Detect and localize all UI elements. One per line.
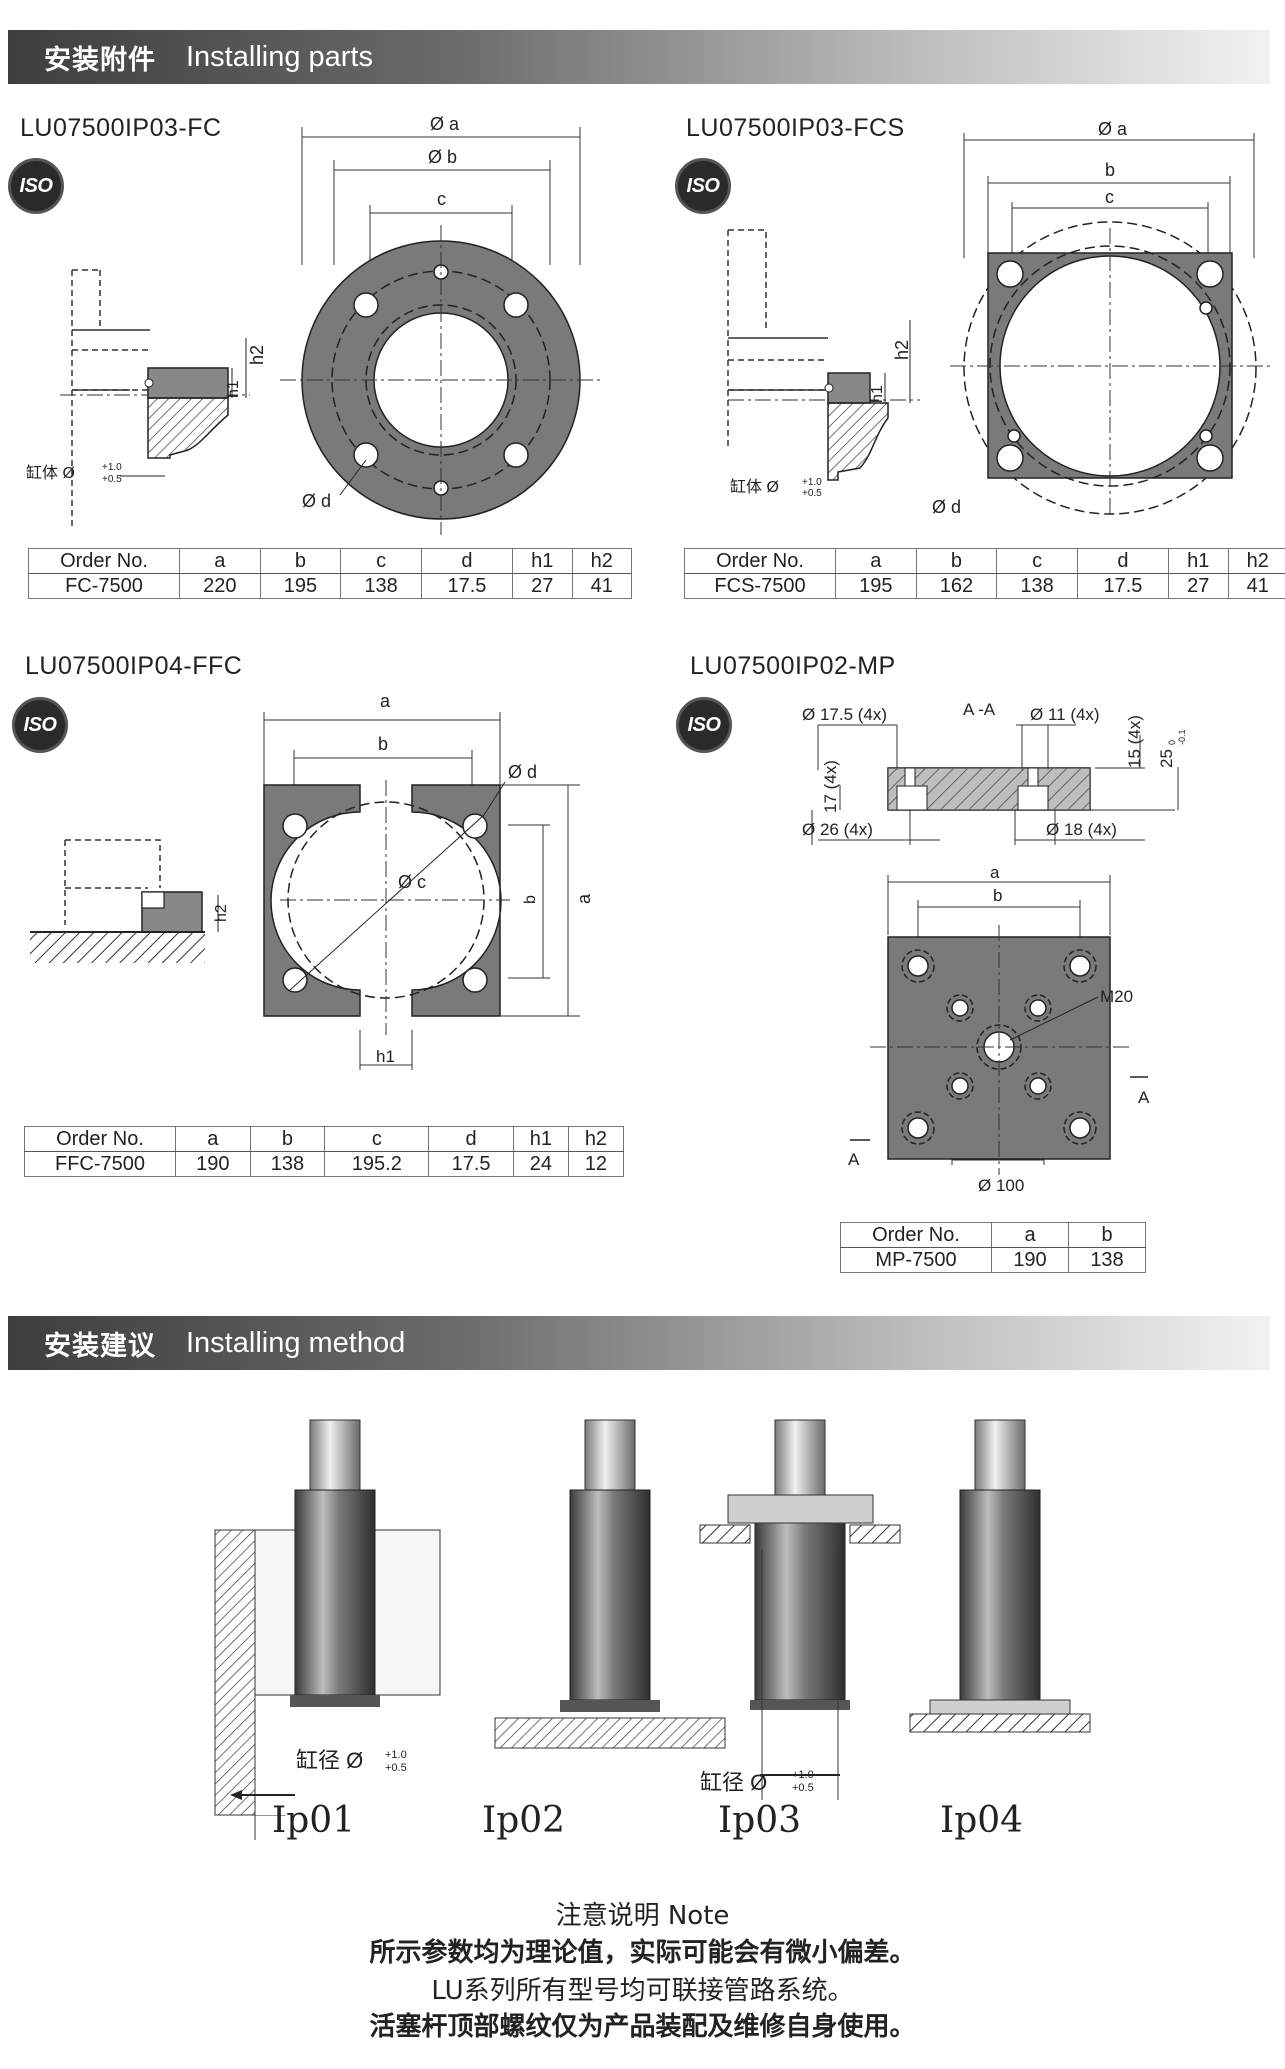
- svg-text:c: c: [437, 189, 446, 209]
- svg-text:Ø a: Ø a: [1098, 119, 1128, 139]
- fc-front-view: Ø a Ø b c Ø d: [280, 114, 602, 535]
- svg-text:Ø c: Ø c: [398, 872, 426, 892]
- svg-text:b: b: [993, 886, 1002, 905]
- svg-text:+0.5: +0.5: [802, 488, 822, 499]
- method-ip02: [494, 1419, 726, 1749]
- svg-text:+1.0: +1.0: [802, 477, 822, 488]
- mp-front-view: a b M20 A A Ø 100: [848, 863, 1150, 1195]
- svg-text:a: a: [380, 691, 391, 711]
- svg-text:缸体 Ø: 缸体 Ø: [730, 477, 779, 496]
- svg-text:h1: h1: [376, 1047, 395, 1066]
- svg-text:A: A: [1138, 1088, 1150, 1107]
- svg-text:Ø d: Ø d: [932, 497, 961, 517]
- section-banner-installing-method: 安装建议 Installing method: [8, 1316, 1270, 1370]
- svg-text:Ø 11 (4x): Ø 11 (4x): [1030, 705, 1100, 724]
- svg-text:a: a: [574, 893, 594, 904]
- svg-text:Ø 26 (4x): Ø 26 (4x): [802, 820, 873, 839]
- svg-text:17 (4x): 17 (4x): [821, 760, 840, 813]
- iso-badge-icon: ISO: [675, 158, 731, 214]
- svg-text:b: b: [522, 895, 539, 904]
- svg-text:+1.0: +1.0: [792, 1769, 814, 1781]
- caption-ip02: Ip02: [482, 1800, 566, 1841]
- iso-badge-icon: ISO: [8, 158, 64, 214]
- svg-text:缸径 Ø: 缸径 Ø: [296, 1748, 363, 1773]
- note-line-2: LU系列所有型号均可联接管路系统。: [431, 1976, 854, 2006]
- svg-text:+1.0: +1.0: [385, 1749, 407, 1761]
- note-line-1: 所示参数均为理论值，实际可能会有微小偏差。: [369, 1938, 916, 1968]
- fcs-front-view: Ø a b c Ø d: [932, 119, 1270, 518]
- svg-text:h1: h1: [869, 385, 886, 403]
- svg-text:+1.0: +1.0: [102, 462, 122, 473]
- ffc-front-view: a b Ø c Ø d b a h1: [263, 691, 594, 1070]
- iso-badge-icon: ISO: [676, 697, 732, 753]
- svg-text:15 (4x): 15 (4x): [1125, 715, 1144, 768]
- caption-ip04: Ip04: [940, 1800, 1024, 1841]
- svg-text:-0.1: -0.1: [1177, 729, 1187, 745]
- svg-text:+0.5: +0.5: [385, 1762, 407, 1774]
- caption-ip01: Ip01: [272, 1800, 356, 1841]
- svg-text:b: b: [1105, 160, 1115, 180]
- svg-text:Ø 17.5 (4x): Ø 17.5 (4x): [802, 705, 887, 724]
- svg-text:+0.5: +0.5: [102, 474, 122, 485]
- svg-text:h2: h2: [213, 904, 230, 922]
- svg-text:a: a: [990, 863, 1000, 882]
- note-title: 注意说明 Note: [555, 1901, 730, 1931]
- svg-text:M20: M20: [1100, 987, 1133, 1006]
- method-ip01: [214, 1419, 465, 1840]
- installing-methods-diagram: 缸径 Ø +1.0 +0.5 缸径 Ø +1.0 +0.5: [214, 1419, 1091, 1840]
- svg-text:h1: h1: [225, 380, 242, 398]
- section-title-zh: 安装建议: [44, 1330, 156, 1362]
- method-ip04: [909, 1419, 1091, 1733]
- svg-text:+0.5: +0.5: [792, 1782, 814, 1794]
- model-ffc: LU07500IP04-FFC: [25, 652, 243, 680]
- fcs-side-view: h1 h2 缸体 Ø +1.0 +0.5: [727, 229, 920, 499]
- model-fcs: LU07500IP03-FCS: [686, 114, 905, 142]
- svg-text:Ø d: Ø d: [508, 762, 537, 782]
- ffc-side-view: h2: [30, 839, 230, 963]
- section-banner-installing-parts: 安装附件 Installing parts: [8, 30, 1270, 84]
- svg-text:A -A: A -A: [963, 700, 996, 719]
- mp-section-view: Ø 17.5 (4x) A -A Ø 11 (4x) Ø 26 (4x) Ø 1…: [802, 700, 1187, 845]
- section-title-en: Installing parts: [186, 40, 373, 73]
- note-line-3: 活塞杆顶部螺纹仅为产品装配及维修自身使用。: [369, 2012, 916, 2042]
- model-mp: LU07500IP02-MP: [690, 652, 896, 680]
- iso-badge-icon: ISO: [12, 697, 68, 753]
- model-fc: LU07500IP03-FC: [20, 114, 222, 142]
- svg-text:0: 0: [1167, 740, 1177, 745]
- svg-text:缸径 Ø: 缸径 Ø: [700, 1770, 767, 1795]
- section-title-en: Installing method: [186, 1326, 406, 1359]
- section-title-zh: 安装附件: [44, 44, 156, 76]
- svg-text:c: c: [1105, 187, 1114, 207]
- svg-text:25: 25: [1157, 749, 1176, 768]
- svg-text:Ø b: Ø b: [428, 147, 457, 167]
- svg-text:A: A: [848, 1150, 860, 1169]
- svg-text:h2: h2: [247, 345, 267, 365]
- svg-text:Ø 18 (4x): Ø 18 (4x): [1046, 820, 1117, 839]
- method-ip03: [699, 1419, 901, 1800]
- svg-text:b: b: [378, 734, 388, 754]
- svg-text:Ø a: Ø a: [430, 114, 460, 134]
- fc-side-view: h1 h2 缸体 Ø +1.0 +0.5: [26, 269, 267, 530]
- svg-text:Ø 100: Ø 100: [978, 1176, 1024, 1195]
- svg-text:h2: h2: [892, 340, 912, 360]
- svg-text:Ø d: Ø d: [302, 491, 331, 511]
- svg-text:缸体 Ø: 缸体 Ø: [26, 463, 75, 482]
- caption-ip03: Ip03: [718, 1800, 802, 1841]
